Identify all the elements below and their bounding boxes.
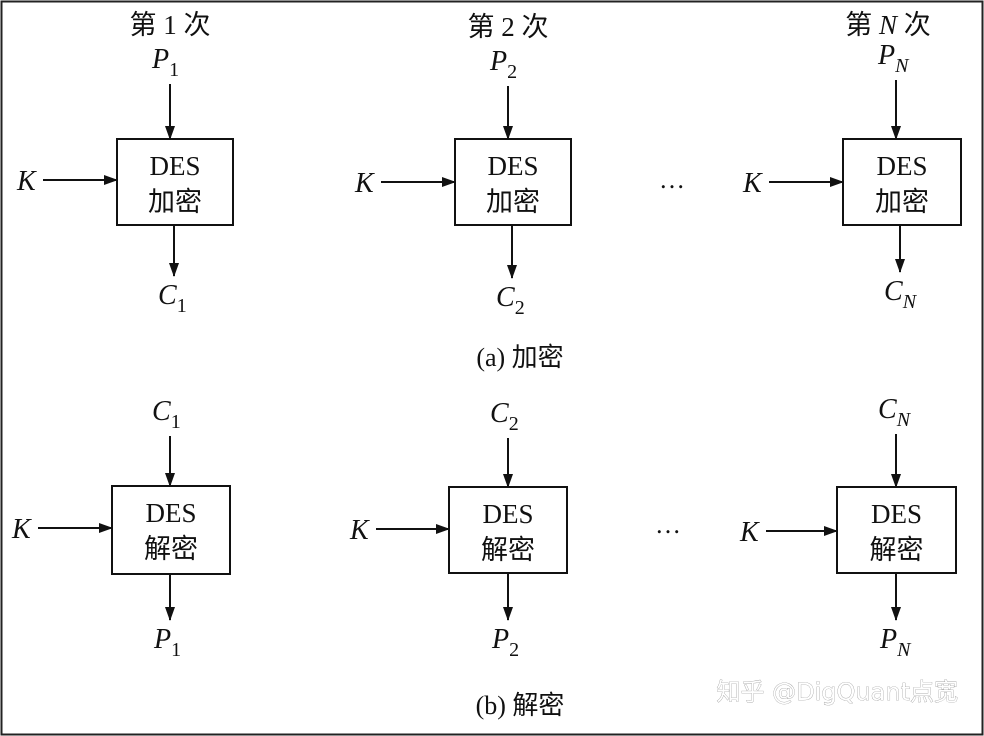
enc-input-label-symbol: P — [489, 46, 507, 77]
round-label-1: 第 1 次 — [130, 10, 211, 40]
dec-input-label-symbol: C — [152, 396, 171, 427]
enc-output-label: C1 — [158, 280, 187, 317]
enc-input-label-symbol: P — [151, 44, 169, 75]
dec-box-operation: 解密 — [144, 534, 198, 564]
enc-box-operation: 加密 — [148, 187, 202, 217]
enc-output-label-subscript: N — [902, 291, 918, 313]
dec-input-label-subscript: N — [896, 409, 912, 431]
enc-output-label-subscript: 2 — [515, 297, 525, 319]
dec-des-box — [448, 486, 568, 574]
enc-des-box — [454, 138, 572, 226]
dec-box-title: DES — [482, 499, 533, 529]
enc-input-label: PN — [877, 40, 910, 77]
dec-output-label: P1 — [153, 624, 181, 661]
watermark: 知乎 @DigQuant点宽 — [717, 678, 958, 706]
enc-des-box — [842, 138, 962, 226]
dec-output-label-subscript: 2 — [509, 639, 519, 661]
dec-input-label-symbol: C — [878, 394, 897, 425]
enc-box-title: DES — [149, 151, 200, 181]
enc-input-label-symbol: P — [877, 40, 895, 71]
dec-ellipsis: … — [655, 510, 681, 539]
enc-input-label-subscript: N — [894, 55, 910, 77]
round-label-n: 第 N 次 — [845, 10, 931, 40]
enc-output-label-symbol: C — [496, 282, 515, 313]
dec-key-label: K — [349, 515, 370, 546]
enc-output-label: CN — [884, 276, 918, 313]
dec-input-label-subscript: 2 — [509, 413, 519, 435]
enc-box-operation: 加密 — [486, 187, 540, 217]
round-label-2: 第 2 次 — [468, 12, 549, 42]
enc-input-label-subscript: 1 — [169, 59, 179, 81]
enc-key-label: K — [354, 168, 375, 199]
enc-ellipsis: … — [659, 165, 685, 194]
round-label-n-prefix: 第 — [845, 10, 879, 40]
enc-key-label: K — [16, 166, 37, 197]
dec-output-label: PN — [879, 624, 912, 661]
encryption-caption: (a) 加密 — [476, 343, 563, 372]
dec-input-label-subscript: 1 — [171, 411, 181, 433]
enc-box-operation: 加密 — [875, 187, 929, 217]
dec-key-label: K — [739, 517, 760, 548]
enc-box-title: DES — [487, 151, 538, 181]
dec-des-box — [111, 485, 231, 575]
dec-output-label-symbol: P — [153, 624, 171, 655]
enc-key-label: K — [742, 168, 763, 199]
enc-input-label: P2 — [489, 46, 517, 83]
dec-key-label: K — [11, 514, 32, 545]
dec-output-label: P2 — [491, 624, 519, 661]
enc-output-label: C2 — [496, 282, 525, 319]
dec-box-operation: 解密 — [481, 535, 535, 565]
dec-output-label-symbol: P — [491, 624, 509, 655]
dec-output-label-subscript: N — [896, 639, 912, 661]
dec-output-label-symbol: P — [879, 624, 897, 655]
enc-input-label-subscript: 2 — [507, 61, 517, 83]
enc-input-label: P1 — [151, 44, 179, 81]
dec-box-operation: 解密 — [870, 535, 924, 565]
dec-input-label: C1 — [152, 396, 181, 433]
dec-input-label: CN — [878, 394, 912, 431]
dec-box-title: DES — [871, 499, 922, 529]
enc-output-label-symbol: C — [158, 280, 177, 311]
decryption-caption: (b) 解密 — [476, 691, 565, 720]
round-label-n-suffix: 次 — [897, 10, 931, 40]
dec-box-title: DES — [145, 498, 196, 528]
dec-output-label-subscript: 1 — [171, 639, 181, 661]
enc-output-label-subscript: 1 — [177, 295, 187, 317]
enc-box-title: DES — [876, 151, 927, 181]
enc-output-label-symbol: C — [884, 276, 903, 307]
dec-input-label: C2 — [490, 398, 519, 435]
round-label-n-var: N — [878, 10, 899, 40]
dec-input-label-symbol: C — [490, 398, 509, 429]
